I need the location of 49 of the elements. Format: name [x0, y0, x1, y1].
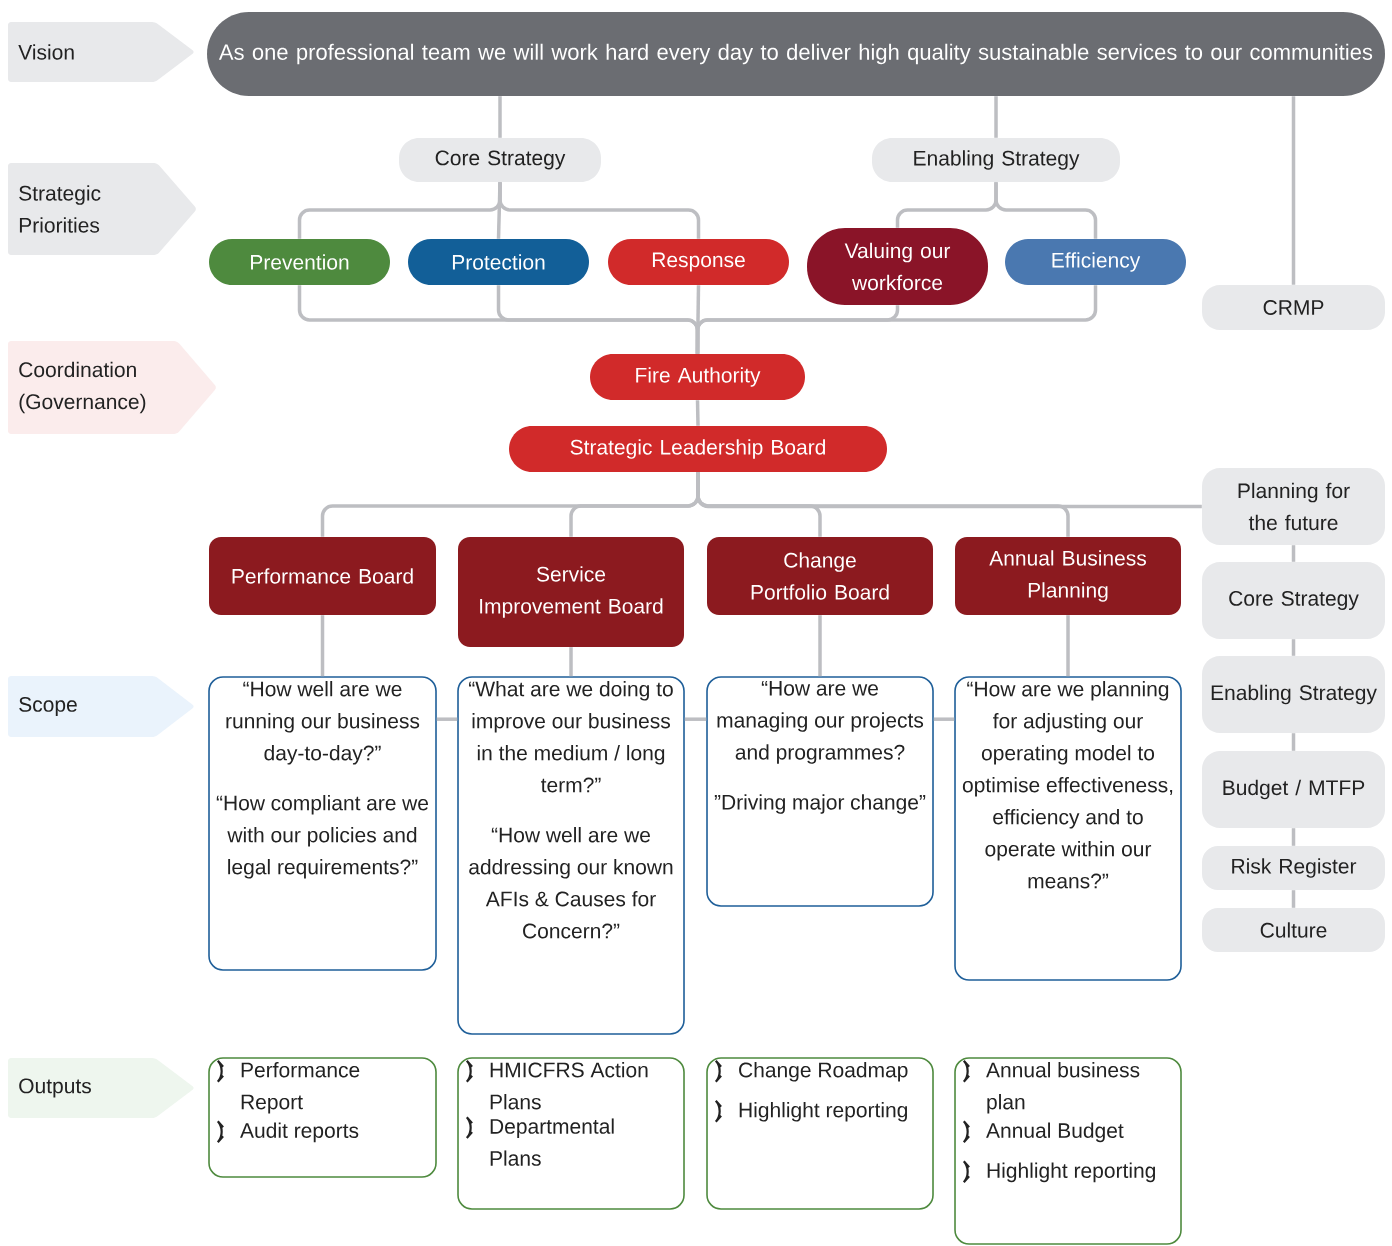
connector-line — [994, 96, 998, 138]
plan-box: CRMP — [1202, 285, 1385, 330]
governance-pill: Fire Authority — [590, 354, 805, 400]
connector-line — [994, 182, 1098, 239]
connector-line — [320, 615, 325, 677]
plan-box: Budget / MTFP — [1202, 751, 1385, 828]
plan-box: Enabling Strategy — [1202, 656, 1385, 733]
connector-line — [1066, 615, 1070, 677]
connector-line — [684, 717, 707, 721]
connector-line — [1291, 733, 1296, 751]
board-box: Service Improvement Board — [458, 537, 684, 647]
connector-line — [933, 717, 955, 721]
priority-pill: Efficiency — [1005, 239, 1186, 285]
priority-pill: Response — [608, 239, 789, 285]
plan-box: Risk Register — [1202, 846, 1385, 890]
connector-line — [1291, 545, 1296, 562]
strategy-box: Core Strategy — [399, 138, 601, 182]
connector-line — [695, 285, 1098, 354]
plan-box: Planning for the future — [1202, 468, 1385, 545]
connector-line — [1291, 828, 1296, 846]
board-box: Change Portfolio Board — [707, 537, 933, 615]
connector-line — [1291, 639, 1296, 656]
connector-line — [695, 400, 700, 426]
connector-line — [696, 472, 1202, 509]
board-box: Annual Business Planning — [955, 537, 1181, 615]
connector-line — [1291, 96, 1296, 285]
scope-box: “How are we managing our projects and programmes? ”Driving major change” — [706, 676, 934, 907]
plan-box: Core Strategy — [1202, 562, 1385, 639]
output-box: Performance Report Audit reports — [208, 1057, 437, 1178]
connector-line — [436, 717, 458, 721]
priority-pill: Protection — [408, 239, 589, 285]
connector-line — [818, 615, 822, 677]
plan-box: Culture — [1202, 908, 1385, 952]
priority-pill: Valuing our workforce — [807, 228, 988, 305]
governance-pill: Strategic Leadership Board — [509, 426, 887, 472]
scope-box: “How are we planning for adjusting our operating model to optimise effectiveness, efficiency and to operate within our means?” — [954, 676, 1182, 981]
connector-line — [498, 182, 701, 239]
connector-line — [569, 647, 573, 677]
vision-banner: As one professional team we will work hard every day to deliver high quality sustainable services to our communities — [207, 12, 1385, 96]
connector-line — [498, 96, 502, 138]
strategy-box: Enabling Strategy — [872, 138, 1120, 182]
connector-line — [1291, 890, 1296, 908]
board-box: Performance Board — [209, 537, 436, 615]
output-box: Annual business plan Annual Budget Highlight reporting — [954, 1057, 1182, 1245]
output-box: HMICFRS Action Plans Departmental Plans — [457, 1057, 685, 1210]
priority-pill: Prevention — [209, 239, 390, 285]
scope-box: “What are we doing to improve our business in the medium / long term?” “How well are we addressing our known AFIs & Causes for Concern?” — [457, 676, 685, 1035]
output-box: Change Roadmap Highlight reporting — [706, 1057, 934, 1210]
scope-box: “How well are we running our business day-to-day?” “How compliant are we with our policies and legal requirements?” — [208, 676, 437, 971]
